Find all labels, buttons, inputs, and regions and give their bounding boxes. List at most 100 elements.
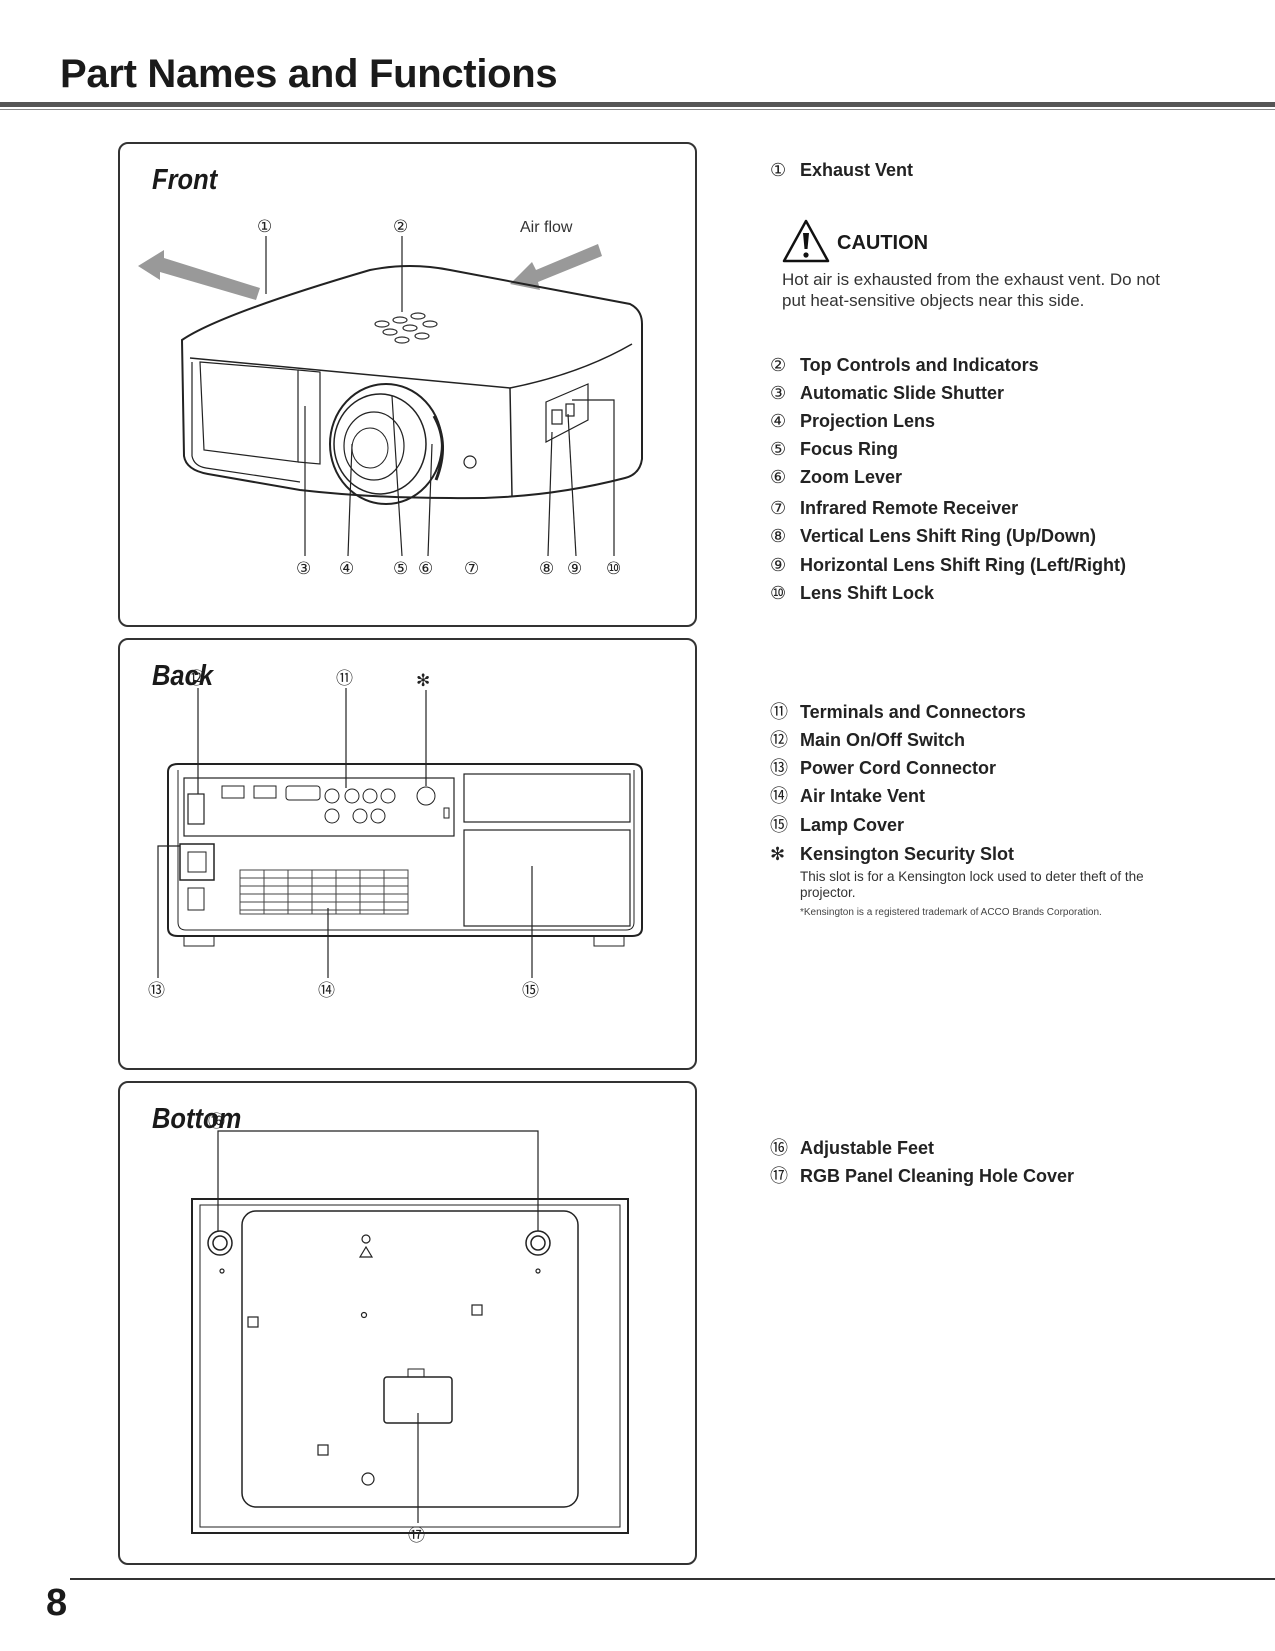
item-label: Projection Lens bbox=[800, 411, 936, 431]
power-connector-icon bbox=[179, 843, 215, 881]
list-item: ⑫ Main On/Off Switch bbox=[770, 726, 965, 752]
kensington-description: This slot is for a Kensington lock used … bbox=[800, 869, 1144, 900]
projection-lens-icon bbox=[329, 383, 445, 505]
back-callout-11: ⑪ bbox=[336, 669, 353, 689]
kensington-trademark-note: *Kensington is a registered trademark of… bbox=[800, 907, 1102, 918]
item-label: Lens Shift Lock bbox=[800, 583, 935, 603]
item-number: ⑪ bbox=[770, 702, 788, 723]
title-rule-thin bbox=[0, 109, 1275, 110]
item-label: Vertical Lens Shift Ring (Up/Down) bbox=[800, 526, 1097, 546]
list-item: ② Top Controls and Indicators bbox=[770, 355, 1039, 376]
item-label: Lamp Cover bbox=[800, 815, 905, 835]
front-callout-2: ② bbox=[393, 217, 408, 237]
adjustable-feet-icon bbox=[207, 1230, 551, 1256]
back-panel: ⑫ ⑪ ✻ ⑬ ⑭ ⑮ Back bbox=[118, 638, 697, 1070]
intake-arrow-icon bbox=[510, 244, 602, 290]
front-callout-10: ⑩ bbox=[606, 559, 621, 579]
warning-icon bbox=[782, 219, 830, 263]
item-label: Horizontal Lens Shift Ring (Left/Right) bbox=[800, 555, 1126, 575]
back-diagram: ⑫ ⑪ ✻ ⑬ ⑭ ⑮ bbox=[148, 669, 643, 1001]
item-number: ⑨ bbox=[770, 555, 787, 576]
bottom-diagram: ⑯ ⑰ bbox=[191, 1112, 629, 1546]
airflow-label: Air flow bbox=[520, 219, 573, 236]
list-item: ⑮ Lamp Cover bbox=[770, 811, 904, 837]
caution-text: Hot air is exhausted from the exhaust ve… bbox=[782, 270, 1160, 310]
back-callout-13: ⑬ bbox=[148, 981, 165, 1001]
terminal-connectors-icon bbox=[324, 786, 436, 824]
infrared-receiver-icon bbox=[463, 455, 477, 469]
item-number: ⑩ bbox=[770, 583, 787, 604]
bottom-panel-title: Bottom bbox=[152, 1103, 242, 1135]
item-number: ✻ bbox=[770, 844, 786, 865]
air-intake-vent-icon bbox=[239, 869, 409, 915]
front-callout-1: ① bbox=[257, 217, 272, 237]
item-label: Automatic Slide Shutter bbox=[800, 383, 1005, 403]
back-callout-14: ⑭ bbox=[318, 981, 335, 1001]
page-title: Part Names and Functions bbox=[60, 52, 558, 96]
item-number: ⑥ bbox=[770, 467, 787, 488]
back-callout-12: ⑫ bbox=[188, 669, 205, 689]
item-label: Zoom Lever bbox=[800, 467, 903, 487]
item-number: ④ bbox=[770, 411, 787, 432]
back-callout-kensington: ✻ bbox=[416, 671, 430, 691]
item-label: Kensington Security Slot bbox=[800, 844, 1015, 864]
list-item: ④ Projection Lens bbox=[770, 411, 935, 432]
front-callout-5: ⑤ bbox=[393, 559, 408, 579]
bottom-callout-16: ⑯ bbox=[208, 1112, 225, 1132]
item-number: ② bbox=[770, 355, 787, 376]
list-item: ⑨ Horizontal Lens Shift Ring (Left/Right) bbox=[770, 555, 1126, 576]
caution-title: CAUTION bbox=[837, 232, 929, 254]
list-item: ① Exhaust Vent bbox=[770, 160, 913, 181]
front-panel-title: Front bbox=[152, 164, 218, 196]
list-item: ⑬ Power Cord Connector bbox=[770, 754, 996, 780]
list-item: ⑩ Lens Shift Lock bbox=[770, 583, 934, 604]
item-label: Power Cord Connector bbox=[800, 758, 997, 778]
front-callout-8: ⑧ bbox=[539, 559, 554, 579]
bottom-panel: ⑯ ⑰ Bottom bbox=[118, 1081, 697, 1565]
item-label: Infrared Remote Receiver bbox=[800, 498, 1019, 518]
front-callout-6: ⑥ bbox=[418, 559, 433, 579]
item-number: ⑮ bbox=[770, 815, 788, 836]
item-label: Top Controls and Indicators bbox=[800, 355, 1039, 375]
list-item: ⑥ Zoom Lever bbox=[770, 467, 902, 488]
item-label: Main On/Off Switch bbox=[800, 730, 965, 750]
item-number: ⑧ bbox=[770, 526, 787, 547]
item-number: ⑤ bbox=[770, 439, 787, 460]
page-number: 8 bbox=[46, 1582, 68, 1624]
item-label: Exhaust Vent bbox=[800, 160, 914, 180]
front-callout-3: ③ bbox=[296, 559, 311, 579]
item-number: ① bbox=[770, 160, 787, 181]
front-callout-9: ⑨ bbox=[567, 559, 582, 579]
list-item: ⑭ Air Intake Vent bbox=[770, 782, 925, 808]
item-number: ⑬ bbox=[770, 758, 788, 779]
lamp-cover-icon bbox=[463, 829, 631, 927]
front-diagram: ① ② Air flow ③ ④ ⑤ ⑥ ⑦ ⑧ ⑨ ⑩ bbox=[138, 217, 643, 579]
item-number: ⑯ bbox=[770, 1138, 788, 1159]
kensington-slot-icon bbox=[443, 807, 450, 819]
list-item: ⑤ Focus Ring bbox=[770, 439, 898, 460]
front-callout-4: ④ bbox=[339, 559, 354, 579]
item-number: ⑭ bbox=[770, 786, 788, 807]
item-label: Focus Ring bbox=[800, 439, 898, 459]
top-controls-icon bbox=[374, 312, 438, 344]
item-number: ⑫ bbox=[770, 730, 788, 751]
item-number: ⑦ bbox=[770, 498, 787, 519]
title-rule bbox=[0, 102, 1275, 107]
item-number: ⑰ bbox=[770, 1166, 788, 1187]
lens-shift-controls-icon bbox=[545, 383, 589, 443]
item-number: ③ bbox=[770, 383, 787, 404]
item-label: Air Intake Vent bbox=[800, 786, 926, 806]
item-label: Terminals and Connectors bbox=[800, 702, 1026, 722]
list-item: ⑧ Vertical Lens Shift Ring (Up/Down) bbox=[770, 526, 1096, 547]
exhaust-arrow-icon bbox=[138, 250, 260, 300]
list-item: ⑦ Infrared Remote Receiver bbox=[770, 498, 1018, 519]
back-callout-15: ⑮ bbox=[522, 981, 539, 1001]
front-panel: ① ② Air flow ③ ④ ⑤ ⑥ ⑦ ⑧ ⑨ ⑩ Front bbox=[118, 142, 697, 627]
list-item: ✻ Kensington Security Slot bbox=[770, 844, 1014, 865]
footer-rule bbox=[70, 1578, 1275, 1580]
main-switch-icon bbox=[187, 793, 205, 825]
back-panel-title: Back bbox=[152, 660, 214, 692]
list-item: ⑪ Terminals and Connectors bbox=[770, 698, 1026, 724]
